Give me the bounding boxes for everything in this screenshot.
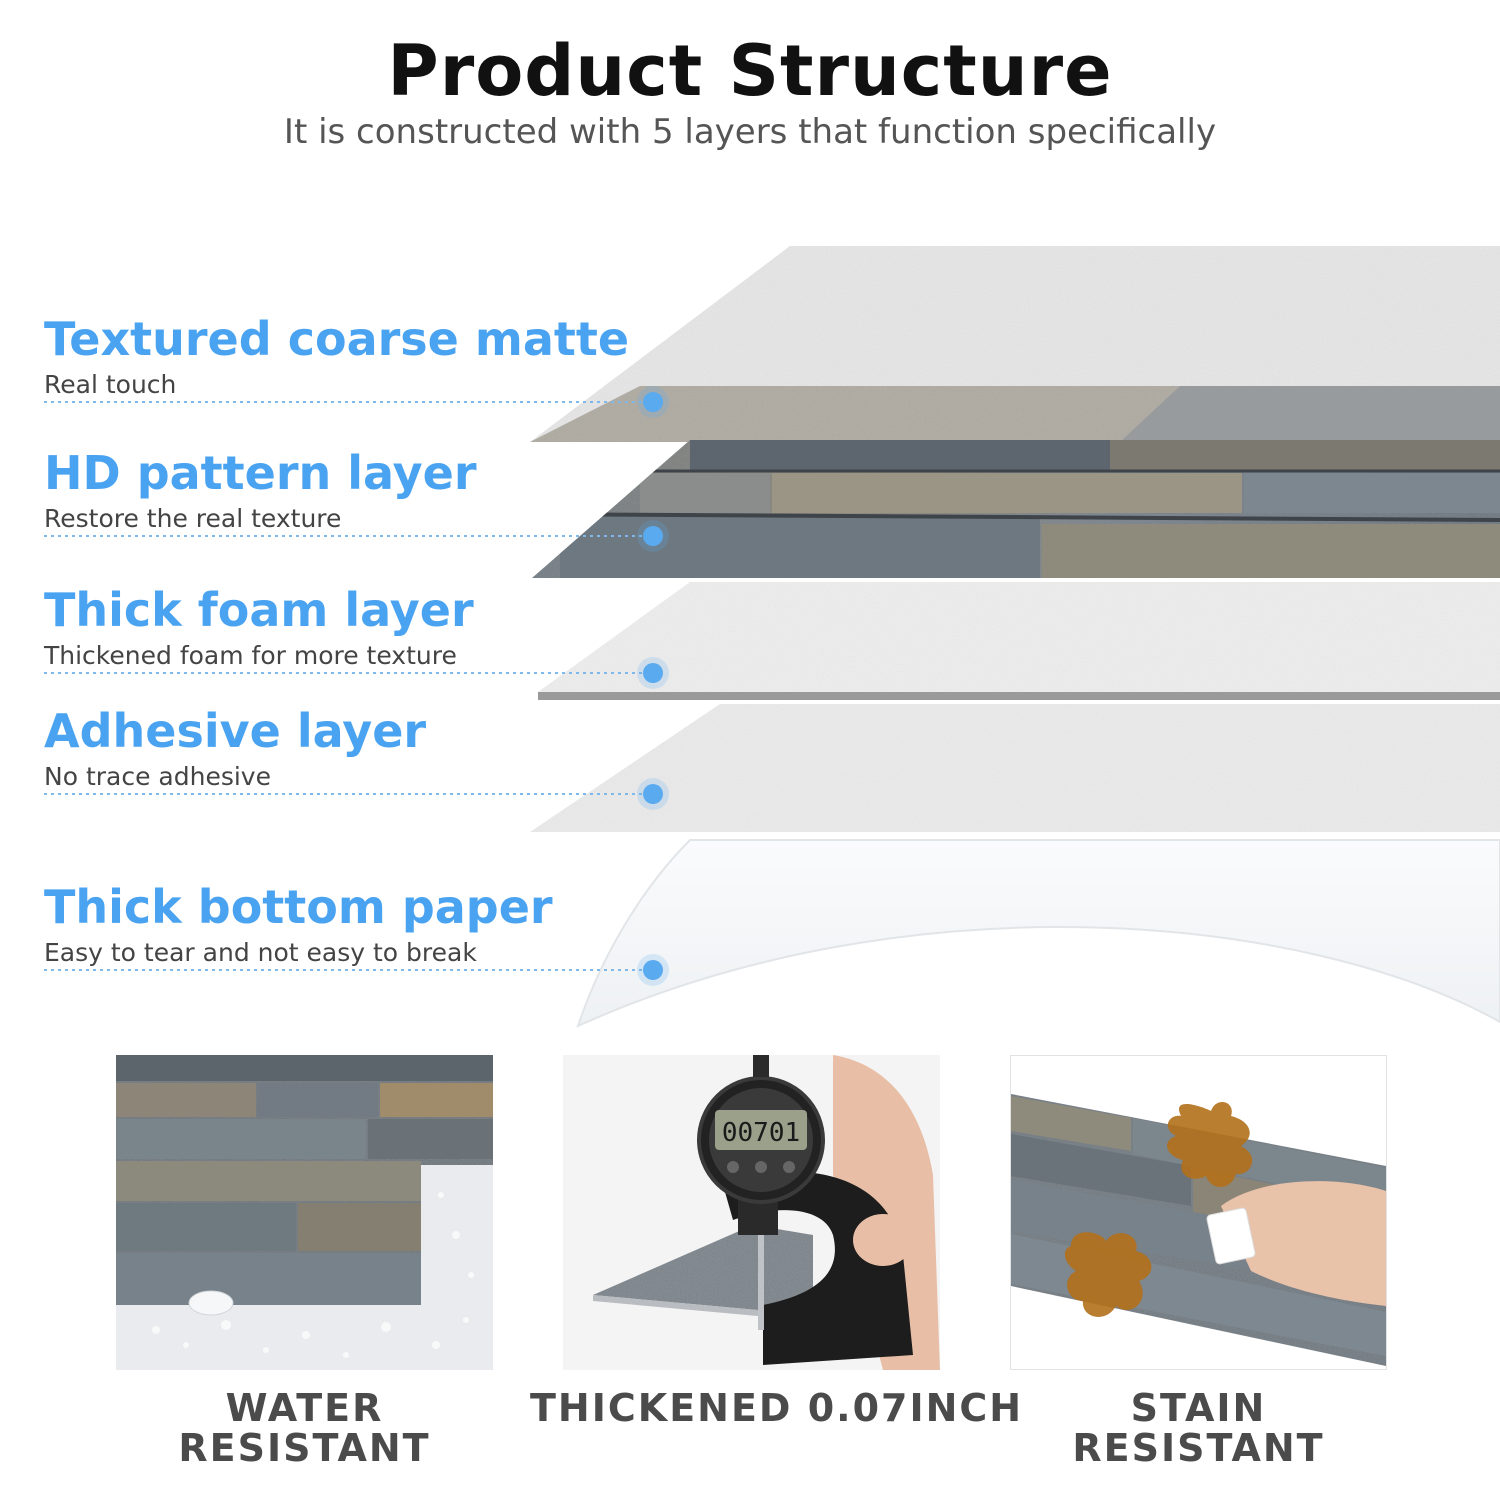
- page-subtitle: It is constructed with 5 layers that fun…: [283, 112, 1217, 152]
- layer-description: No trace adhesive: [44, 762, 271, 791]
- stain-resistant-label: STAIN RESISTANT: [1010, 1388, 1387, 1468]
- feature-label-line: WATER: [225, 1386, 384, 1430]
- layer-title: Textured coarse matte: [44, 312, 630, 366]
- layer-title: Thick bottom paper: [44, 880, 553, 934]
- feature-label-line: THICKENED 0.07INCH: [530, 1386, 1024, 1430]
- layer-description: Thickened foam for more texture: [44, 641, 457, 670]
- page-title: Product Structure: [387, 30, 1113, 112]
- matte-layer-sheet: [530, 246, 1500, 442]
- feature-label-line: RESISTANT: [1072, 1426, 1325, 1470]
- layer-title: Adhesive layer: [44, 704, 427, 758]
- layer-description: Restore the real texture: [44, 504, 342, 533]
- gauge-readout: 00701: [722, 1118, 800, 1148]
- layer-description: Easy to tear and not easy to break: [44, 938, 477, 967]
- bottom-paper-sheet: [576, 839, 1500, 1028]
- foam-layer-sheet: [538, 582, 1500, 700]
- layer-title: Thick foam layer: [44, 583, 474, 637]
- feature-label-line: STAIN: [1130, 1386, 1267, 1430]
- layer-dots: [637, 386, 669, 986]
- water-resistant-photo: [116, 1055, 493, 1370]
- layer-label-matte: Textured coarse matte Real touch: [44, 312, 629, 399]
- layer-label-bottom-paper: Thick bottom paper Easy to tear and not …: [44, 880, 553, 967]
- layer-label-hd-pattern: HD pattern layer Restore the real textur…: [44, 446, 477, 533]
- leader-lines: [44, 401, 645, 971]
- adhesive-layer-sheet: [530, 704, 1500, 832]
- layer-label-foam: Thick foam layer Thickened foam for more…: [44, 583, 474, 670]
- thickness-gauge-photo: 00701: [563, 1055, 940, 1370]
- stain-resistant-photo: [1010, 1055, 1387, 1370]
- hd-pattern-layer-sheet: [532, 440, 1500, 578]
- layer-label-adhesive: Adhesive layer No trace adhesive: [44, 704, 426, 791]
- layer-description: Real touch: [44, 370, 177, 399]
- feature-label-line: RESISTANT: [178, 1426, 431, 1470]
- thickened-label: THICKENED 0.07INCH: [530, 1386, 1024, 1430]
- water-resistant-label: WATER RESISTANT: [116, 1388, 493, 1468]
- layer-title: HD pattern layer: [44, 446, 477, 500]
